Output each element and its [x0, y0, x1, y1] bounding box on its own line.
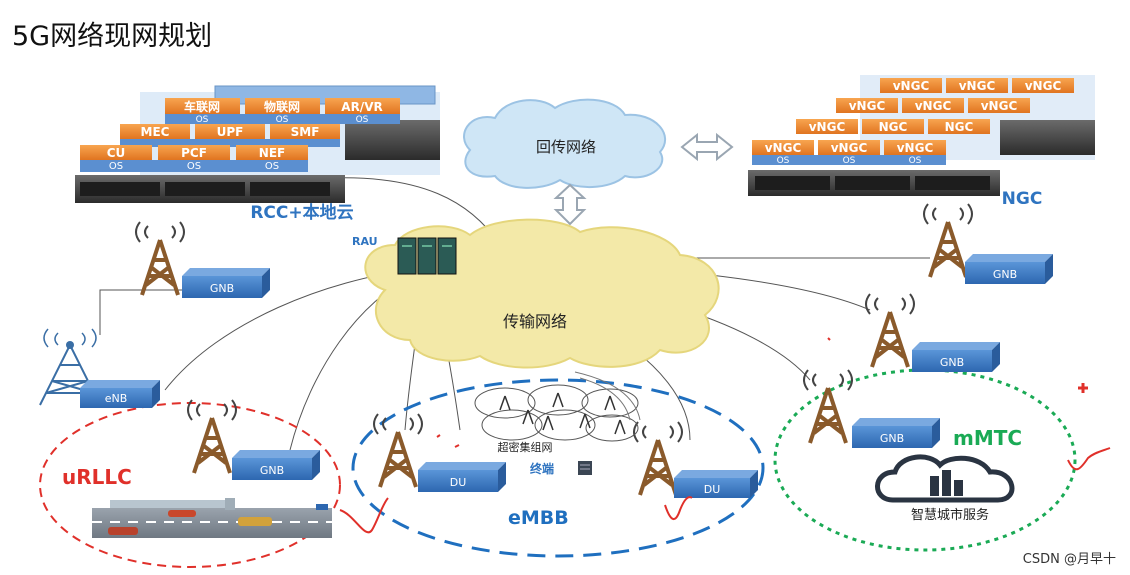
backhaul-cloud: 回传网络 [463, 98, 666, 189]
du-box-right: DU [674, 470, 758, 498]
ngc-cell: vNGC [831, 141, 868, 155]
ngc-cell: vNGC [959, 79, 996, 93]
urllc-label: uRLLC [62, 465, 132, 489]
tower-top-left [135, 221, 185, 296]
ngc-os: OS [777, 156, 790, 166]
rcc-os-4: OS [109, 161, 123, 172]
rcc-cell-arvr: AR/VR [341, 100, 382, 114]
rcc-row-bottom: CU PCF NEF OS OS OS [80, 145, 308, 172]
ultra-dense-label: 超密集组网 [498, 440, 553, 454]
mmtc-label: mMTC [953, 426, 1022, 450]
double-arrow-horizontal [680, 132, 734, 162]
tower-mmtc [803, 369, 853, 444]
ngc-cell: vNGC [915, 99, 952, 113]
rcc-os-6: OS [265, 161, 279, 172]
tower-urllc [187, 399, 237, 474]
page-title: 5G网络现网规划 [12, 21, 213, 52]
rcc-os-2: OS [276, 115, 289, 125]
gnb-box-right-mid: GNB [912, 342, 1000, 372]
du-label: DU [450, 476, 467, 489]
rcc-os-1: OS [196, 115, 209, 125]
smart-city-label: 智慧城市服务 [911, 507, 989, 523]
ngc-cell: vNGC [849, 99, 886, 113]
ngc-cell: vNGC [1025, 79, 1062, 93]
gnb-label: GNB [940, 356, 964, 369]
rcc-cell-iot: 物联网 [264, 99, 300, 114]
tower-right-top [923, 203, 973, 278]
rcc-cell-smf: SMF [291, 125, 320, 139]
tower-right-mid [865, 293, 915, 368]
backhaul-label: 回传网络 [536, 138, 596, 156]
ngc-cell: vNGC [765, 141, 802, 155]
rcc-cell-mec: MEC [141, 125, 170, 139]
double-arrow-vertical [553, 183, 587, 226]
ultra-dense-cluster [474, 371, 641, 442]
tower-embb-left [373, 413, 423, 488]
ngc-cell-alt: NGC [945, 120, 974, 134]
du-label: DU [704, 483, 721, 496]
ngc-cell: vNGC [809, 120, 846, 134]
tower-embb-right [633, 421, 683, 496]
embb-zone [351, 378, 765, 558]
terminal-label: 终端 [530, 461, 554, 476]
ngc-cell: vNGC [893, 79, 930, 93]
red-annotations [339, 337, 1111, 534]
gnb-label: GNB [210, 282, 234, 295]
enb-tower [39, 328, 101, 406]
terminal-icon [578, 461, 592, 475]
watermark: CSDN @月早十 [1022, 552, 1116, 567]
rau-unit: RAU [352, 235, 457, 275]
ngc-os: OS [909, 156, 922, 166]
ngc-label: NGC [1002, 189, 1043, 209]
rcc-row-mid: MEC UPF SMF [120, 124, 340, 147]
du-box-left: DU [418, 462, 506, 492]
gnb-label: GNB [260, 464, 284, 477]
gnb-box-right-top: GNB [965, 254, 1053, 284]
enb-label: eNB [105, 392, 128, 405]
rcc-os-3: OS [356, 115, 369, 125]
ngc-os: OS [843, 156, 856, 166]
rau-label: RAU [352, 235, 378, 248]
rcc-row-top: 车联网 物联网 AR/VR OS OS OS [165, 98, 400, 125]
rcc-cell-upf: UPF [217, 125, 244, 139]
gnb-label: GNB [880, 432, 904, 445]
embb-label: eMBB [508, 507, 569, 529]
gnb-label: GNB [993, 268, 1017, 281]
rcc-cell-nef: NEF [259, 146, 285, 160]
rcc-os-5: OS [187, 161, 201, 172]
mmtc-zone [773, 368, 1077, 552]
road-scene [92, 498, 332, 538]
gnb-box-top-left: GNB [182, 268, 270, 298]
rcc-cell-cu: CU [107, 146, 126, 160]
gnb-box-mmtc: GNB [852, 418, 940, 448]
gnb-box-urllc: GNB [232, 450, 320, 480]
rcc-server-stack: 车联网 物联网 AR/VR OS OS OS MEC UPF SMF CU PC… [75, 85, 440, 223]
ngc-cell: vNGC [897, 141, 934, 155]
transport-label: 传输网络 [503, 312, 567, 331]
ngc-cell-alt: NGC [879, 120, 908, 134]
ngc-server-stack: vNGC vNGC vNGC vNGC vNGC vNGC vNGC NGC N… [748, 75, 1095, 209]
rcc-label: RCC+本地云 [250, 202, 353, 223]
rcc-cell-vehicle: 车联网 [184, 99, 220, 114]
smart-city-icon [875, 454, 1015, 503]
enb-box: eNB [80, 380, 160, 408]
ngc-cell: vNGC [981, 99, 1018, 113]
rcc-cell-pcf: PCF [181, 146, 207, 160]
